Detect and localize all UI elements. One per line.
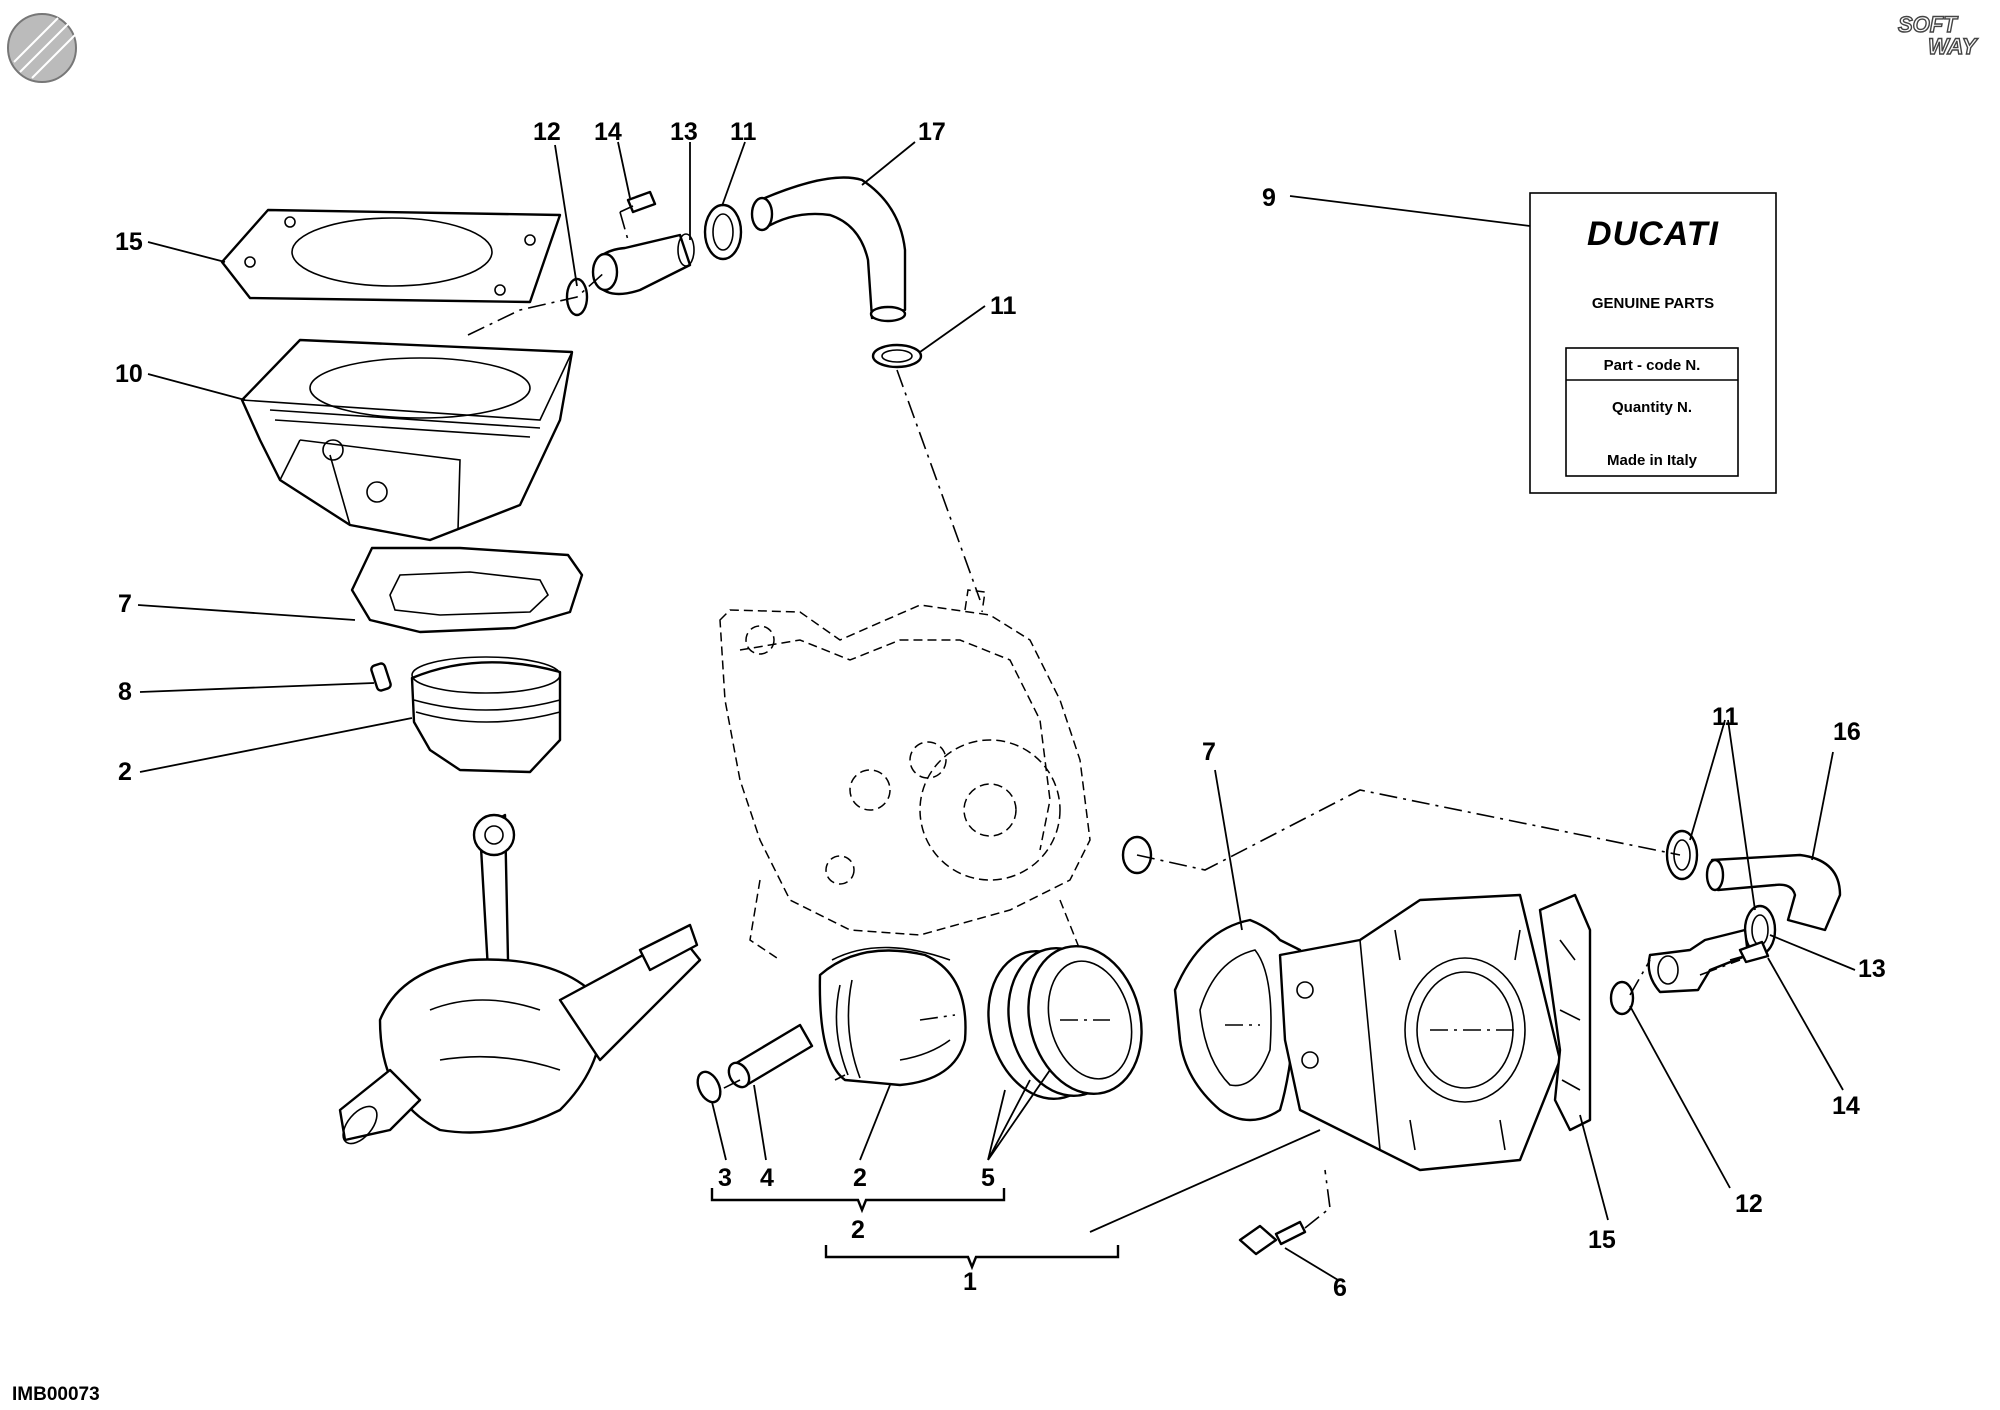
screw-right[interactable]: [1729, 940, 1770, 964]
callout-13-top: 13: [670, 118, 698, 146]
gudgeon-pin[interactable]: [725, 1023, 814, 1091]
callout-1: 1: [963, 1268, 977, 1296]
softway-logo: SOFT WAY: [1897, 11, 1979, 59]
callout-14-right: 14: [1832, 1092, 1860, 1120]
piston-center[interactable]: [818, 946, 967, 1087]
dowel-pin-left[interactable]: [370, 662, 392, 692]
callout-6: 6: [1333, 1274, 1347, 1302]
circlip-right[interactable]: [1609, 980, 1635, 1016]
cylinder-stud-bolt[interactable]: [1238, 1220, 1307, 1256]
callout-3: 3: [718, 1164, 732, 1192]
callout-7-left: 7: [118, 590, 132, 618]
label-made-in: Made in Italy: [1607, 452, 1698, 469]
assembly-centerlines: [467, 211, 1741, 1229]
callout-12-right: 12: [1735, 1190, 1763, 1218]
hose-clamp-top[interactable]: [703, 203, 743, 261]
callout-11-right: 11: [1712, 703, 1739, 731]
callout-7-right: 7: [1202, 738, 1216, 766]
callout-9: 9: [1262, 184, 1276, 212]
callout-numbers: 15 10 7 8 2 12 14 13 11 17 11 9 7 3 4 2 …: [115, 118, 1886, 1302]
coolant-hose-right[interactable]: [1705, 853, 1842, 932]
piston-circlip[interactable]: [693, 1068, 725, 1105]
head-gasket-top[interactable]: [220, 208, 562, 304]
svg-text:SOFT: SOFT: [1898, 12, 1958, 37]
svg-text:WAY: WAY: [1928, 34, 1979, 59]
hose-clamp-right-upper[interactable]: [1665, 829, 1699, 881]
genuine-parts-label: DUCATI GENUINE PARTS Part - code N. Quan…: [1529, 192, 1777, 494]
coolant-hose-top[interactable]: [750, 176, 907, 323]
hose-union-right[interactable]: [1647, 928, 1750, 994]
base-gasket-right[interactable]: [1173, 918, 1302, 1122]
callout-2-left: 2: [118, 758, 132, 786]
brace-group-2: [710, 1188, 1006, 1214]
callout-15-right: 15: [1588, 1226, 1616, 1254]
hose-clamp-mid[interactable]: [871, 343, 923, 369]
piston-left[interactable]: [410, 656, 562, 774]
screw-top[interactable]: [619, 190, 657, 214]
callout-12-top: 12: [533, 118, 561, 146]
callout-4: 4: [760, 1164, 774, 1192]
callout-15-left: 15: [115, 228, 143, 256]
base-gasket-left[interactable]: [350, 546, 584, 634]
callout-10: 10: [115, 360, 143, 388]
brace-group-1: [824, 1245, 1120, 1271]
label-quantity: Quantity N.: [1612, 399, 1692, 416]
callout-11-mid: 11: [990, 292, 1017, 320]
label-brand: DUCATI: [1587, 215, 1719, 253]
callout-2-piston: 2: [853, 1164, 867, 1192]
label-part-code: Part - code N.: [1604, 357, 1701, 374]
callout-leader-lines: [137, 141, 1856, 1281]
callout-11-top: 11: [730, 118, 757, 146]
crankcase-ghost-outline: [719, 589, 1153, 961]
piston-rings[interactable]: [972, 933, 1157, 1111]
callout-2-group: 2: [851, 1216, 865, 1244]
callout-8: 8: [118, 678, 132, 706]
callout-13-right: 13: [1858, 955, 1886, 983]
cylinder-right[interactable]: [1278, 893, 1562, 1172]
head-gasket-right[interactable]: [1538, 893, 1592, 1132]
reference-code: IMB00073: [12, 1384, 100, 1405]
crankshaft-assembly[interactable]: [337, 813, 702, 1150]
label-genuine-parts: GENUINE PARTS: [1592, 295, 1714, 312]
callout-14-top: 14: [594, 118, 622, 146]
cylinder-left[interactable]: [240, 338, 574, 542]
hose-union-top[interactable]: [591, 233, 695, 296]
corner-marker-icon: [7, 13, 77, 83]
callout-5: 5: [981, 1164, 995, 1192]
callout-17: 17: [918, 118, 946, 146]
callout-16: 16: [1833, 718, 1861, 746]
